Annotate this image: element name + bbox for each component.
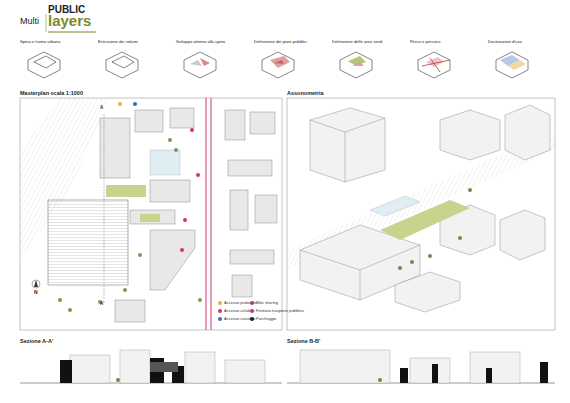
- legend-swatch: [250, 309, 254, 313]
- step-label: Estrusione dei volumi: [98, 40, 138, 45]
- title-part: Multi: [20, 17, 39, 27]
- panel-heading: Sezione B-B': [287, 338, 320, 344]
- legend-row: Parcheggio: [250, 316, 276, 321]
- legend-row: Bike sharing: [250, 300, 278, 305]
- legend-row: Accesso ciclabile: [218, 308, 254, 313]
- step-label: Definizione dei piani pubblici: [254, 40, 307, 45]
- step-label: Flussi e percorsi: [410, 40, 440, 45]
- plan-mark: N: [34, 290, 38, 296]
- legend-swatch: [250, 301, 254, 305]
- panel-heading: Sezione A-A': [20, 338, 53, 344]
- title-part: layers: [48, 13, 91, 30]
- legend-swatch: [218, 317, 222, 321]
- legend-row: Fermata trasporto pubblico: [250, 308, 304, 313]
- legend-swatch: [250, 317, 254, 321]
- step-label: Sviluppo attorno alla spina: [176, 40, 225, 45]
- panel-heading: Masterplan scala 1:1000: [20, 90, 83, 96]
- step-label: Definizione delle aree verdi: [332, 40, 383, 45]
- legend-swatch: [218, 301, 222, 305]
- legend-text: Parcheggio: [256, 316, 276, 321]
- legend-text: Bike sharing: [256, 300, 278, 305]
- plan-mark: A': [100, 302, 104, 307]
- step-label: Spina e trama urbana: [20, 40, 60, 45]
- step-label: Destinazioni d'uso: [488, 40, 522, 45]
- legend-text: Fermata trasporto pubblico: [256, 308, 304, 313]
- panel-heading: Assonometria: [287, 90, 324, 96]
- plan-mark: A: [100, 106, 103, 111]
- legend-swatch: [218, 309, 222, 313]
